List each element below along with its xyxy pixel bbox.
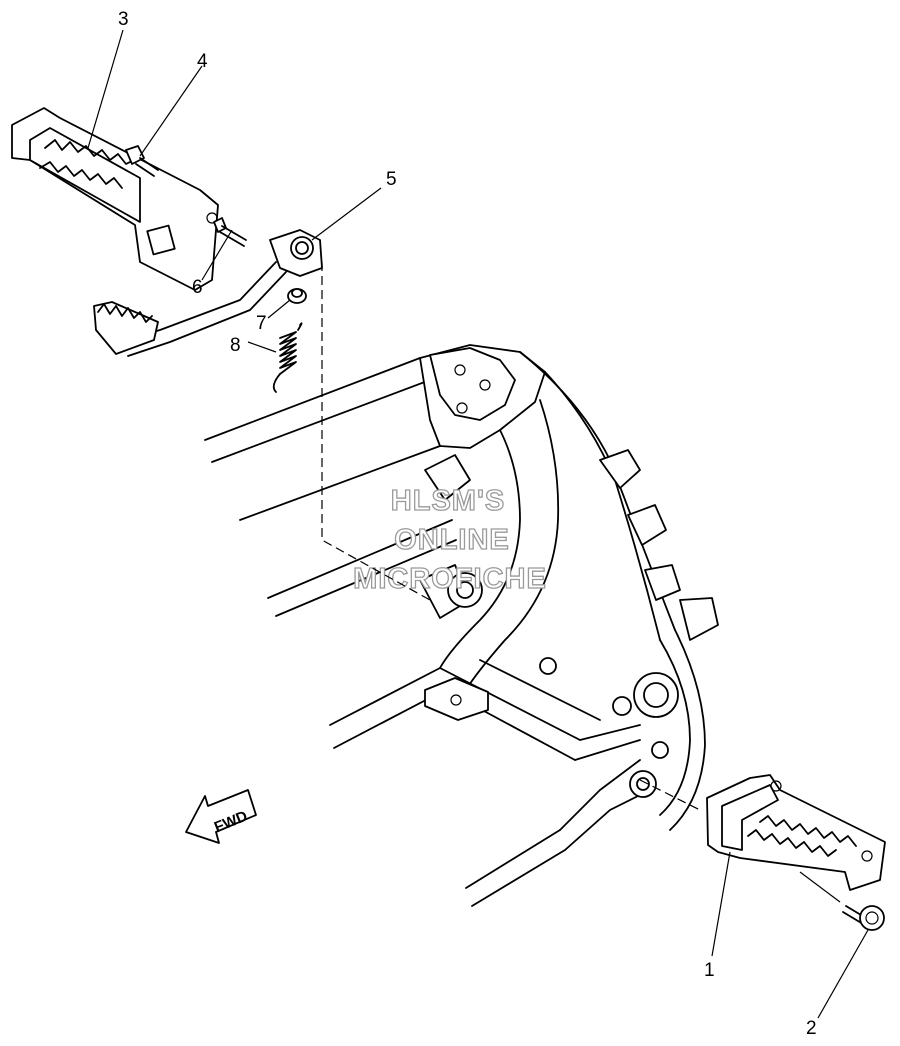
right-footpeg-bracket-part: [706, 774, 886, 891]
watermark: HLSM'S ONLINE MICROFICHE: [353, 484, 547, 595]
collar-part-7: [287, 288, 307, 304]
callout-4: 4: [197, 51, 208, 72]
leader-lines: [87, 29, 869, 1019]
assembly-guides: [321, 262, 701, 811]
callout-1: 1: [704, 960, 715, 981]
callout-3: 3: [118, 9, 129, 30]
forward-arrow-icon: FWD: [185, 789, 257, 844]
watermark-line-1: HLSM'S: [391, 485, 505, 517]
left-footpeg-bracket-part: [11, 107, 219, 291]
frame-illustration: [204, 344, 719, 907]
callout-7: 7: [256, 313, 267, 334]
bolt-part-4: [125, 145, 159, 177]
lever-footpeg-part-5: [93, 229, 323, 357]
callout-5: 5: [386, 169, 397, 190]
callout-2: 2: [806, 1018, 817, 1039]
bolt-part-2: [799, 871, 885, 931]
callout-6: 6: [192, 277, 203, 298]
watermark-line-3: MICROFICHE: [353, 563, 547, 595]
spring-part-8: [272, 322, 303, 393]
callout-8: 8: [230, 335, 241, 356]
callout-labels: 3 4 5 6 7 8 1 2: [118, 9, 817, 1039]
bolt-part-6: [213, 217, 247, 247]
watermark-line-2: ONLINE: [394, 524, 510, 556]
